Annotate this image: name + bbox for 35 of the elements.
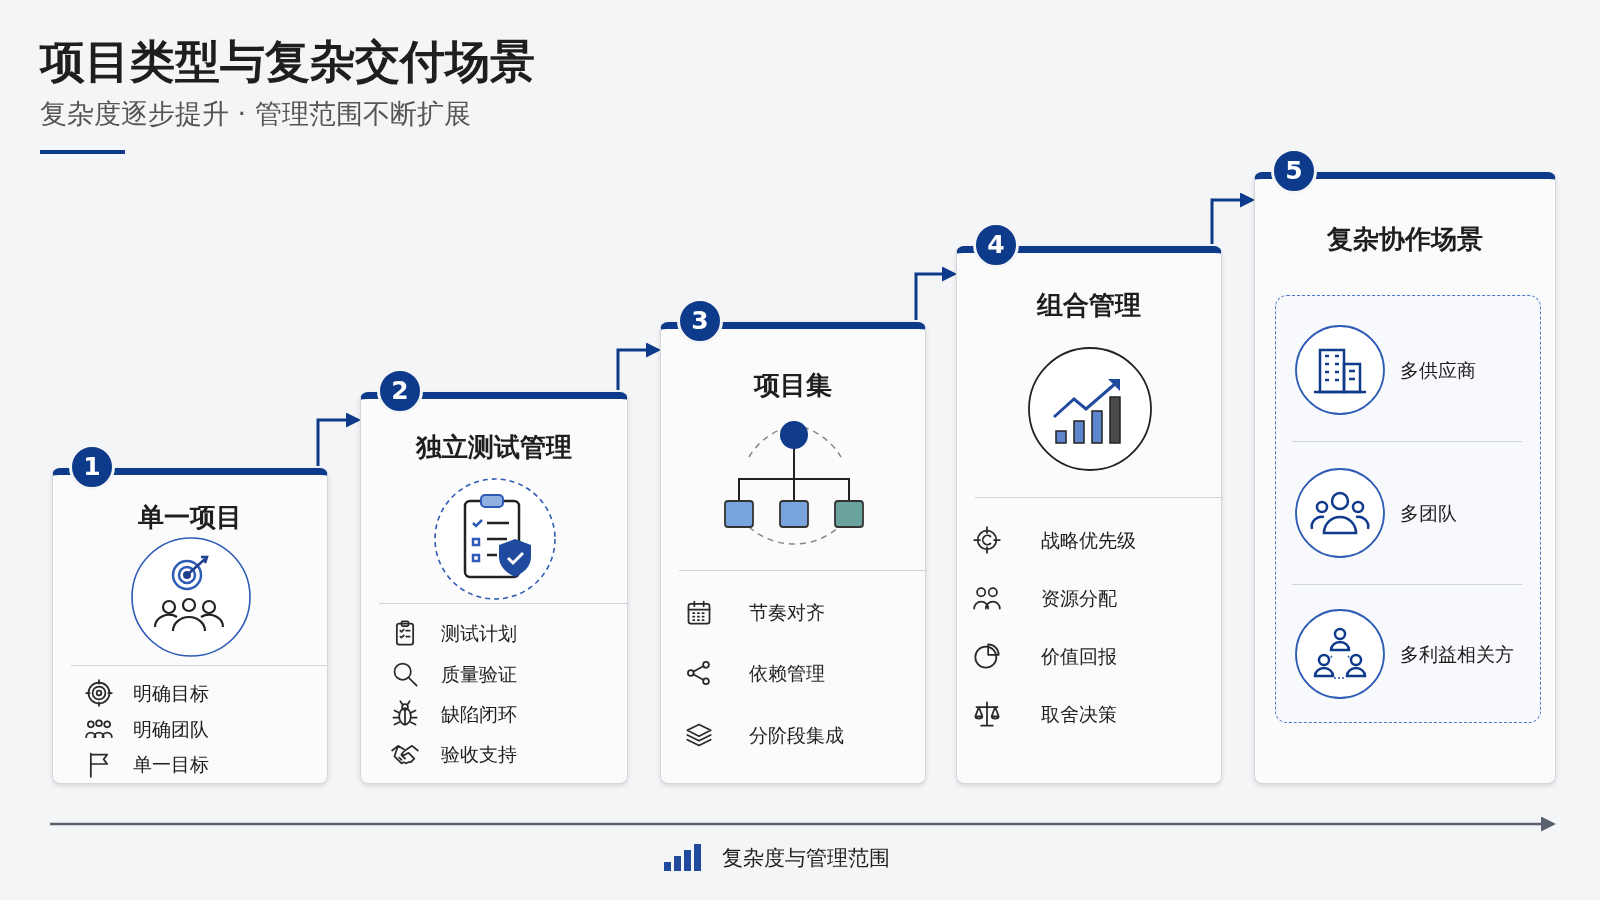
item-text: 分阶段集成: [749, 723, 844, 748]
number-badge: 5: [1271, 148, 1317, 194]
item-text: 战略优先级: [1041, 528, 1136, 553]
arrow: [914, 266, 957, 320]
axis-label: 复杂度与管理范围: [722, 845, 890, 872]
item-text: 明确团队: [133, 717, 209, 742]
item-text: 资源分配: [1041, 586, 1117, 611]
arrow: [616, 342, 661, 390]
item-text: 单一目标: [133, 752, 209, 777]
card-title: 复杂协作场景: [1326, 223, 1484, 256]
item-text: 多供应商: [1400, 358, 1476, 383]
title: 项目类型与复杂交付场景: [40, 34, 535, 90]
card-title: 项目集: [752, 369, 833, 402]
arrow: [1210, 192, 1255, 244]
item-text: 价值回报: [1041, 644, 1117, 669]
number-badge: 1: [69, 444, 115, 490]
item-text: 节奏对齐: [749, 600, 825, 625]
item-text: 依赖管理: [749, 661, 825, 686]
item-text: 验收支持: [441, 742, 517, 767]
card-title: 独立测试管理: [414, 431, 573, 464]
item-text: 明确目标: [133, 681, 209, 706]
item-text: 多利益相关方: [1400, 642, 1514, 667]
item-text: 取舍决策: [1041, 702, 1117, 727]
item-text: 质量验证: [441, 662, 517, 687]
item-text: 缺陷闭环: [441, 702, 517, 727]
arrow: [316, 412, 361, 466]
number-badge: 3: [677, 298, 723, 344]
dashed-group-box: [1275, 295, 1541, 723]
card-title: 组合管理: [1035, 289, 1142, 322]
item-text: 多团队: [1400, 501, 1457, 526]
card-title: 单一项目: [137, 501, 243, 534]
number-badge: 4: [973, 222, 1019, 268]
number-badge: 2: [377, 368, 423, 414]
subtitle: 复杂度逐步提升 · 管理范围不断扩展: [40, 98, 471, 130]
item-text: 测试计划: [441, 621, 517, 646]
